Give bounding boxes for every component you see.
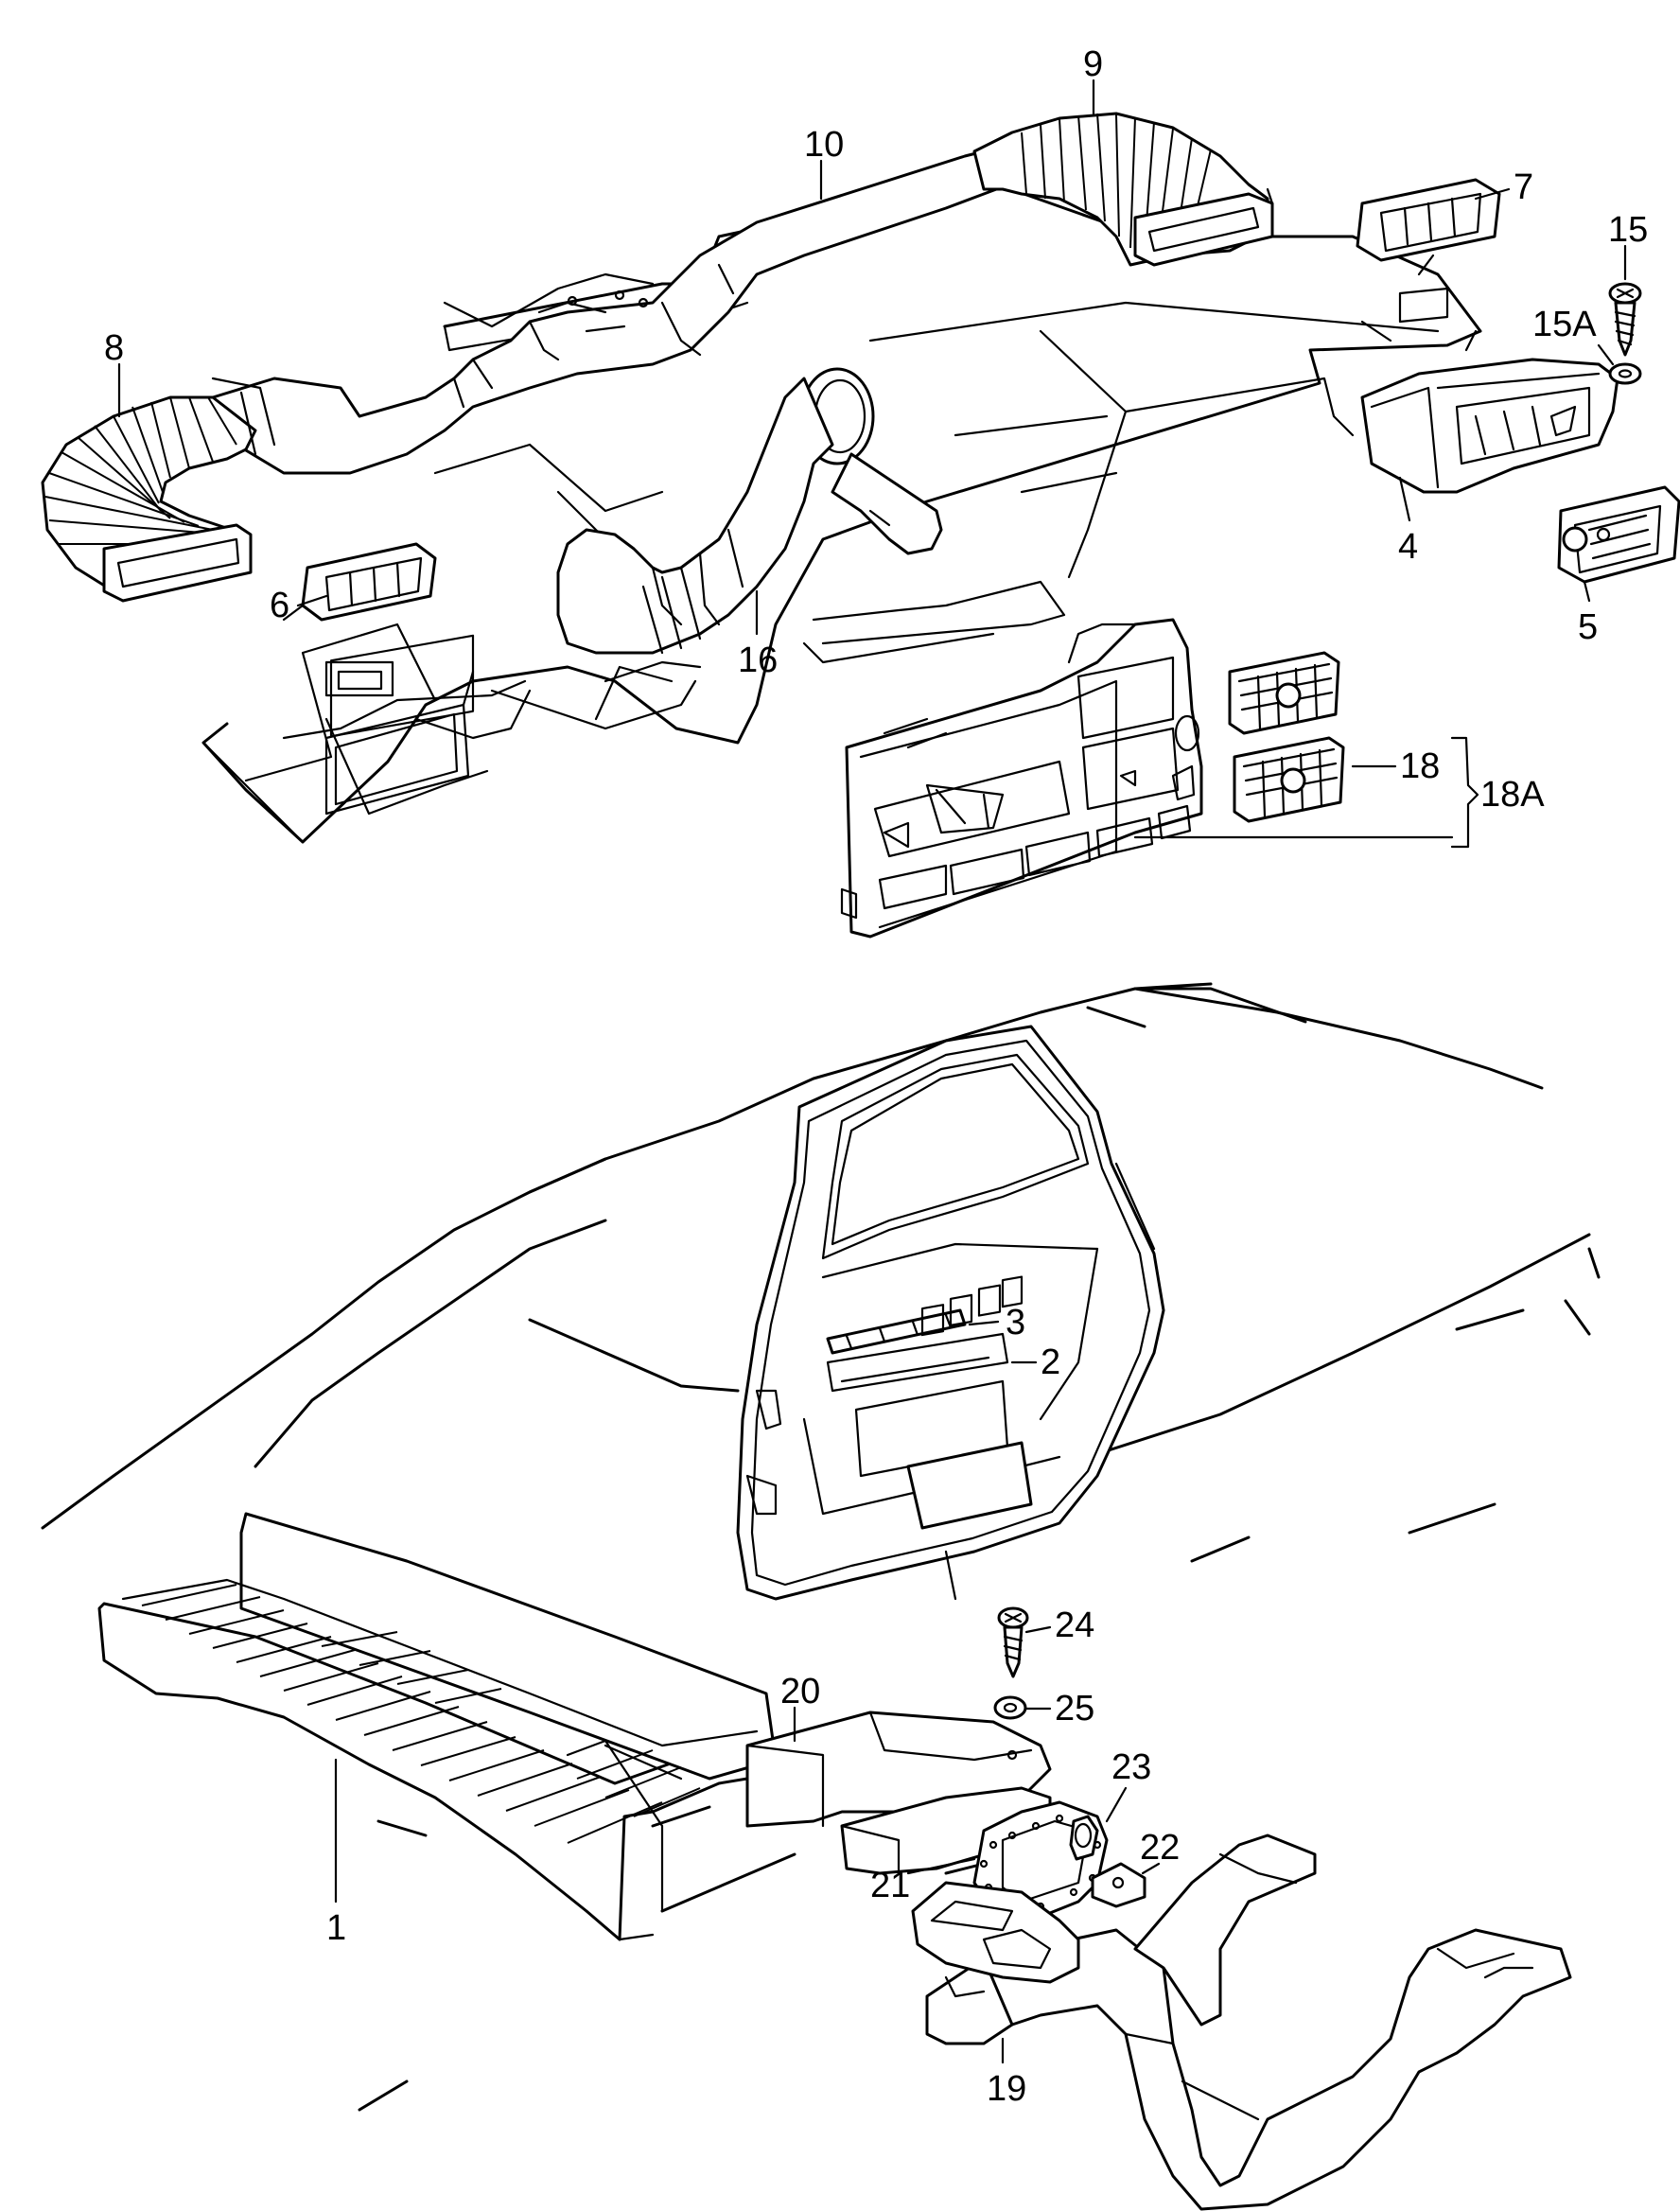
- callout-10: 10: [804, 125, 844, 165]
- callout-4: 4: [1398, 527, 1418, 567]
- car-body-outline: [41, 982, 1601, 2112]
- main-air-duct: [211, 140, 1024, 475]
- vent-grille-5: [1557, 485, 1680, 584]
- clip-22: [1091, 1862, 1146, 1908]
- duct-piece-20: [745, 1711, 1052, 1875]
- door-trim-strip-3: [826, 1308, 967, 1355]
- callout-18: 18: [1400, 746, 1440, 786]
- clip-23: [1069, 1815, 1099, 1861]
- callout-3: 3: [1006, 1303, 1025, 1342]
- callout-23: 23: [1111, 1747, 1151, 1787]
- dashboard-outline: [201, 178, 1482, 844]
- callout-24: 24: [1055, 1606, 1094, 1645]
- callout-16: 16: [738, 640, 778, 680]
- callout-6: 6: [270, 586, 289, 625]
- door-panel-lower: [854, 1275, 1033, 1530]
- callout-18a: 18A: [1480, 775, 1545, 815]
- outlet-6: [282, 542, 437, 622]
- leader-lines: [117, 79, 1627, 2064]
- callout-19: 19: [987, 2069, 1026, 2109]
- callout-9: 9: [1083, 44, 1103, 84]
- door-trim-panel-2: [826, 1332, 1009, 1393]
- instrument-bezel-18a: [840, 618, 1203, 939]
- callout-labels: 9 10 7 15 15A 8 4 5 6 16 18 18A 3 2 24 2…: [104, 44, 1648, 2109]
- center-duct-16: [556, 367, 943, 655]
- callout-25: 25: [1055, 1689, 1094, 1728]
- screw-24: [997, 1606, 1029, 1678]
- vent-18-upper: [1228, 651, 1340, 735]
- floor-duct-1: [97, 1512, 778, 1941]
- left-corrugated-duct: [41, 377, 276, 603]
- callout-1: 1: [326, 1908, 346, 1948]
- callout-20: 20: [780, 1672, 820, 1711]
- callout-22: 22: [1140, 1828, 1180, 1868]
- fastener-hole: [1006, 1749, 1018, 1761]
- outlet-7: [1356, 178, 1501, 324]
- washer-25: [993, 1695, 1027, 1720]
- rear-duct-19: [925, 1834, 1572, 2211]
- callout-8: 8: [104, 328, 124, 368]
- vent-18-lower: [1233, 736, 1345, 823]
- callout-7: 7: [1514, 167, 1533, 207]
- callout-5: 5: [1578, 607, 1598, 647]
- vent-housing-4: [1360, 358, 1619, 494]
- callout-15a: 15A: [1532, 305, 1597, 344]
- screw-15: [1608, 282, 1642, 357]
- duct-junction-plate: [911, 1881, 1080, 1998]
- washer-15a: [1608, 362, 1642, 385]
- callout-2: 2: [1041, 1342, 1060, 1382]
- callout-21: 21: [870, 1866, 910, 1905]
- callout-15: 15: [1608, 210, 1648, 250]
- dashboard-assembly: [201, 178, 1482, 844]
- right-corrugated-duct: [972, 112, 1274, 267]
